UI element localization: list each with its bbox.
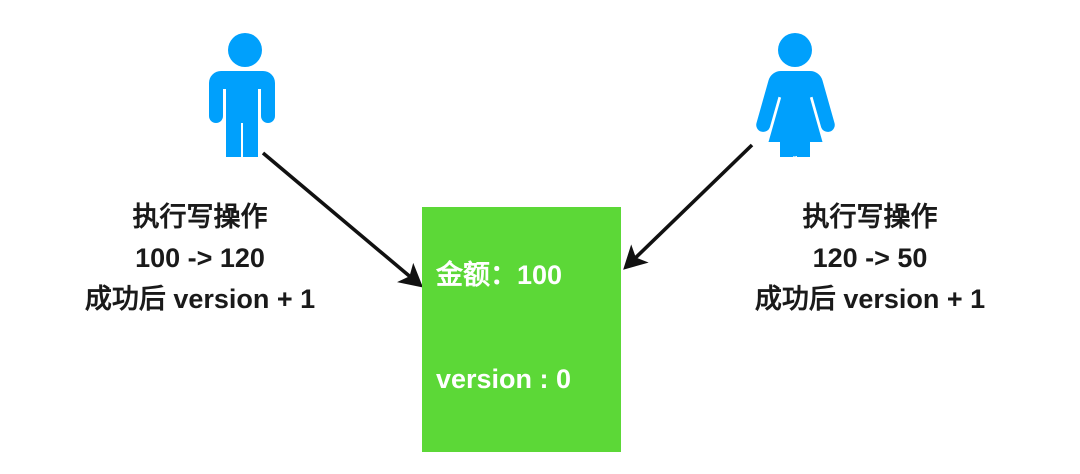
label-left-line2: 100 -> 120 (135, 243, 265, 273)
label-right-line1: 执行写操作 (802, 202, 938, 232)
person-male-icon (200, 32, 290, 169)
label-left-operation: 执行写操作 100 -> 120 成功后 version + 1 (50, 197, 350, 320)
label-right-line2: 120 -> 50 (812, 243, 928, 273)
record-amount-value: 金额：100 (436, 260, 563, 290)
label-right-line3: 成功后 version + 1 (754, 284, 986, 314)
label-right-operation: 执行写操作 120 -> 50 成功后 version + 1 (710, 197, 1030, 320)
person-female-icon (750, 32, 840, 162)
record-box: 金额：100 version : 0 (422, 207, 621, 452)
label-left-line1: 执行写操作 (132, 202, 268, 232)
label-left-line3: 成功后 version + 1 (84, 284, 316, 314)
record-version-value: version : 0 (436, 364, 572, 394)
